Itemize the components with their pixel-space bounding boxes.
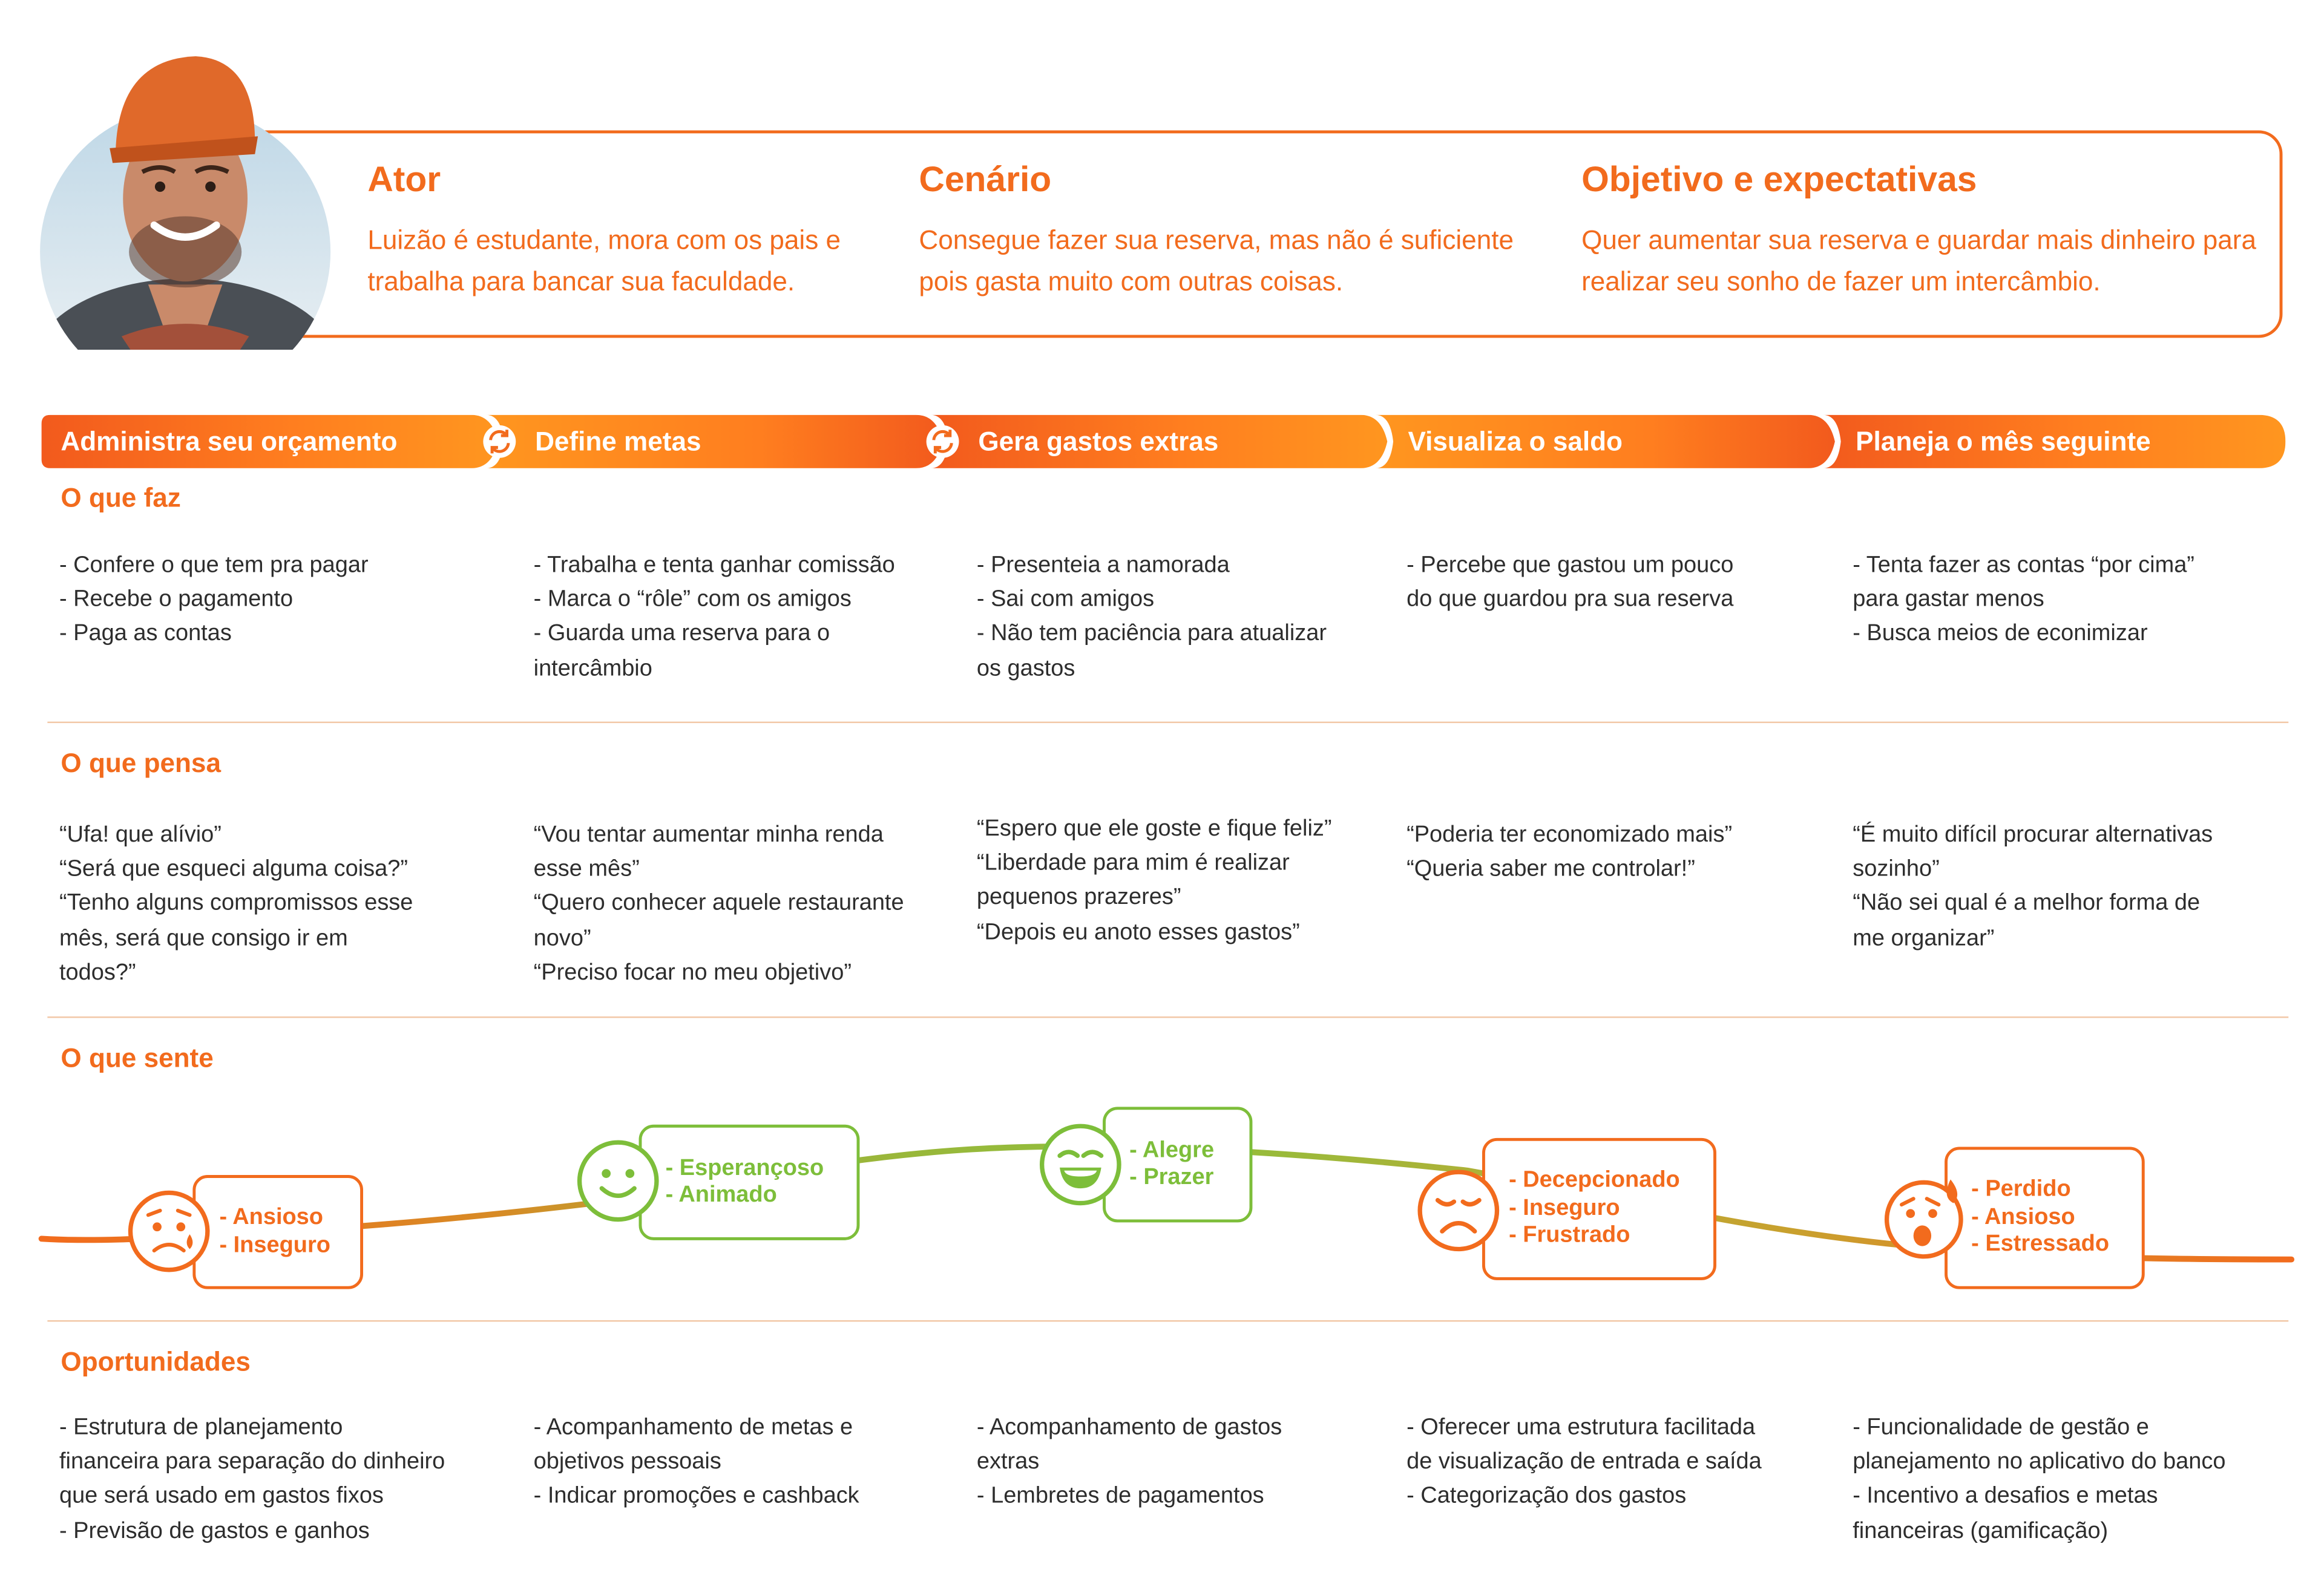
phase-shape-3 [930,414,1388,468]
worried-face-icon [128,1190,210,1272]
emotion-card-1: - Ansioso - Inseguro [192,1175,364,1289]
opportunity-cell-4: - Oferecer uma estrutura facilitada de v… [1407,1415,1762,1510]
does-cell-1: - Confere o que tem pra pagar - Recebe o… [59,552,369,647]
does-cell-3: - Presenteia a namorada - Sai com amigos… [976,552,1327,681]
row-title-thinks: O que pensa [61,748,221,778]
emotion-4-item-2: - Inseguro [1509,1195,1620,1221]
row-divider [47,1016,2289,1018]
does-cell-2: - Trabalha e tenta ganhar comissão - Mar… [533,552,895,681]
emotion-card-5: - Perdido - Ansioso - Estressado [1945,1147,2145,1289]
emotion-1-item-2: - Inseguro [219,1232,330,1257]
scenario-text: Consegue fazer sua reserva, mas não é su… [919,225,1514,296]
phase-shape-5 [1823,414,2286,468]
opportunity-cell-1: - Estrutura de planejamento financeira p… [59,1415,445,1543]
phase-5-label: Planeja o mês seguinte [1856,427,2151,457]
actor-text: Luizão é estudante, mora com os pais e t… [367,225,841,296]
emotion-2-item-1: - Esperançoso [665,1154,824,1180]
emotion-5-item-3: - Estressado [1971,1231,2110,1257]
thinks-cell-4: “Poderia ter economizado mais” “Queria s… [1407,822,1733,882]
cycle-arrows-icon [483,425,516,458]
does-cell-4: - Percebe que gastou um pouco do que gua… [1407,552,1734,612]
emotion-2-item-2: - Animado [665,1182,777,1208]
goal-title: Objetivo e expectativas [1581,160,1977,200]
phase-2-label: Define metas [535,427,701,457]
phase-bar-shapes [41,414,2286,468]
thinks-cell-3: “Espero que ele goste e fique feliz” “Li… [976,816,1332,945]
row-title-opportunities: Oportunidades [61,1347,251,1377]
row-title-feels: O que sente [61,1043,214,1073]
emotion-card-2: - Esperançoso - Animado [638,1124,860,1240]
emotion-card-3: - Alegre - Prazer [1103,1107,1253,1223]
phase-shape-2 [486,414,943,468]
anxious-sweat-face-icon [1884,1179,1963,1259]
sad-face-icon [1417,1170,1500,1252]
emotion-3-item-2: - Prazer [1129,1164,1214,1190]
emotion-card-4: - Decepcionado - Inseguro - Frustrado [1482,1137,1716,1280]
grinning-face-icon [1039,1124,1121,1206]
opportunity-cell-5: - Funcionalidade de gestão e planejament… [1853,1415,2226,1543]
thinks-cell-1: “Ufa! que alívio” “Será que esqueci algu… [59,822,413,986]
phase-1-label: Administra seu orçamento [61,427,398,457]
phase-3-label: Gera gastos extras [978,427,1219,457]
phase-shape-1 [41,414,498,468]
emotion-1-item-1: - Ansioso [219,1205,323,1230]
phase-shape-4 [1375,414,1835,468]
scenario-title: Cenário [919,160,1052,200]
emotion-3-item-1: - Alegre [1129,1137,1215,1163]
emotion-5-item-1: - Perdido [1971,1177,2071,1202]
smiling-face-icon [577,1140,659,1222]
goal-text: Quer aumentar sua reserva e guardar mais… [1581,225,2256,296]
row-title-does: O que faz [61,483,181,513]
opportunity-cell-2: - Acompanhamento de metas e objetivos pe… [533,1415,859,1510]
thinks-cell-2: “Vou tentar aumentar minha renda esse mê… [533,822,904,986]
opportunity-cell-3: - Acompanhamento de gastos extras - Lemb… [976,1415,1282,1510]
row-divider [47,721,2289,724]
thinks-cell-5: “É muito difícil procurar alternativas s… [1853,822,2213,951]
phase-4-label: Visualiza o saldo [1408,427,1623,457]
emotion-5-item-2: - Ansioso [1971,1204,2075,1230]
actor-title: Ator [367,160,441,200]
phase-bar: Administra seu orçamento Define metas Ge… [41,414,2286,468]
cycle-arrows-icon [926,425,959,458]
emotion-4-item-1: - Decepcionado [1509,1168,1680,1194]
emotion-4-item-3: - Frustrado [1509,1223,1630,1248]
does-cell-5: - Tenta fazer as contas “por cima” para … [1853,552,2194,647]
row-divider [47,1320,2289,1322]
persona-avatar [40,56,331,350]
